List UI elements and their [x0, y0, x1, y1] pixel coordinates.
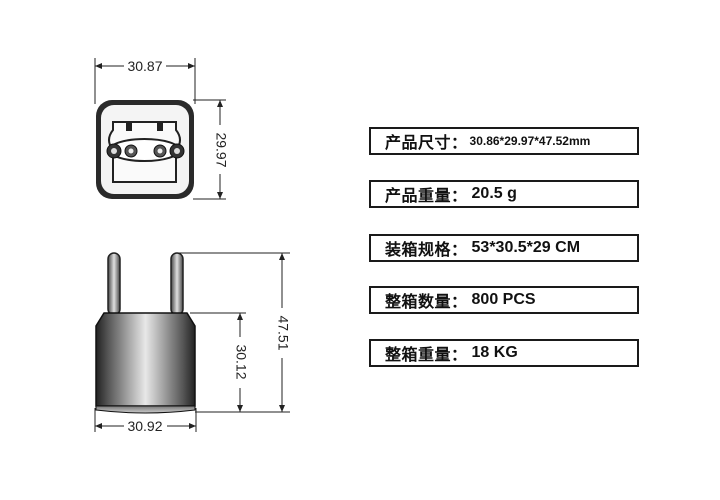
- dim-side-body-height: 30.12: [233, 344, 249, 379]
- dim-side-total-height: 47.51: [275, 315, 291, 350]
- dim-top-height: 29.97: [213, 132, 229, 167]
- prong-left: [107, 252, 121, 316]
- spec-value: 20.5 g: [471, 185, 517, 202]
- spec-box-carton-quantity: 整箱数量： 800 PCS: [369, 286, 639, 314]
- spec-value: 800 PCS: [471, 291, 536, 308]
- spec-label: 整箱重量：: [385, 345, 468, 364]
- pin-right-outer-core: [174, 148, 180, 154]
- pin-right-inner-core: [157, 148, 163, 154]
- spec-box-carton-size: 装箱规格： 53*30.5*29 CM: [369, 234, 639, 262]
- spec-label: 产品尺寸：: [385, 133, 468, 152]
- spec-label: 整箱数量：: [385, 292, 468, 311]
- spec-label: 装箱规格：: [385, 240, 468, 259]
- spec-value: 53*30.5*29 CM: [471, 239, 581, 256]
- spec-box-carton-weight: 整箱重量： 18 KG: [369, 339, 639, 367]
- spec-label: 产品重量：: [385, 186, 468, 205]
- dim-side-width: 30.92: [127, 418, 162, 434]
- spec-value: 30.86*29.97*47.52mm: [469, 134, 591, 148]
- spec-box-product-size: 产品尺寸： 30.86*29.97*47.52mm: [369, 127, 639, 155]
- pin-left-outer-core: [111, 148, 117, 154]
- spec-box-product-weight: 产品重量： 20.5 g: [369, 180, 639, 208]
- dim-top-width: 30.87: [127, 58, 162, 74]
- adapter-body: [95, 312, 196, 407]
- housing-notch-right: [157, 121, 163, 131]
- pin-left-inner-core: [128, 148, 134, 154]
- side-view: 47.51 30.12 30.92: [94, 252, 291, 434]
- prong-right: [170, 252, 184, 316]
- top-view: 30.87 29.97: [94, 58, 229, 200]
- spec-value: 18 KG: [471, 344, 518, 361]
- adapter-base: [95, 405, 196, 414]
- housing-notch-left: [126, 121, 132, 131]
